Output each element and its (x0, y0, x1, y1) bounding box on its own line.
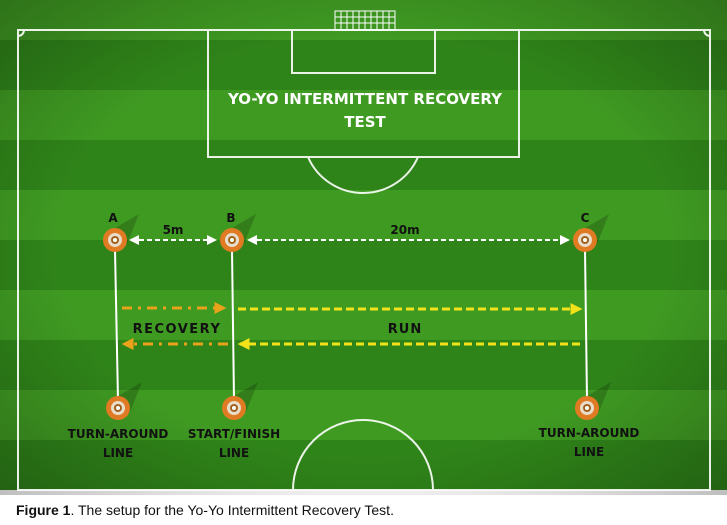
recovery-label: RECOVERY (133, 322, 222, 337)
cone-label-a: A (108, 211, 118, 225)
cone-icon (220, 214, 256, 252)
left-line-label-1: TURN-AROUND (68, 427, 169, 441)
figure-label: Figure 1 (16, 502, 71, 518)
distance-label-ab: 5m (163, 223, 184, 237)
cone-label-c: C (581, 211, 590, 225)
soccer-pitch-diagram: YO-YO INTERMITTENT RECOVERY TEST 5m 20m … (0, 0, 727, 495)
field-markings (17, 29, 711, 491)
caption-text: . The setup for the Yo-Yo Intermittent R… (70, 502, 394, 518)
title-line-1: YO-YO INTERMITTENT RECOVERY (227, 90, 503, 108)
cone-icon (575, 382, 611, 420)
mid-line-label-2: LINE (219, 446, 249, 460)
cone-lines (114, 249, 588, 401)
movement-arrows (121, 302, 583, 350)
cone-icon (106, 382, 142, 420)
distance-label-bc: 20m (390, 223, 419, 237)
figure-caption: Figure 1. The setup for the Yo-Yo Interm… (16, 502, 394, 518)
run-label: RUN (388, 322, 422, 337)
right-line-label-2: LINE (574, 445, 604, 459)
goal-net-icon (334, 10, 396, 31)
cones (103, 214, 611, 420)
right-line-label-1: TURN-AROUND (539, 426, 640, 440)
cone-icon (573, 214, 609, 252)
cone-label-b: B (226, 211, 235, 225)
title-line-2: TEST (344, 113, 386, 131)
mid-line-label-1: START/FINISH (188, 427, 280, 441)
cone-icon (103, 214, 139, 252)
left-line-label-2: LINE (103, 446, 133, 460)
cone-icon (222, 382, 258, 420)
